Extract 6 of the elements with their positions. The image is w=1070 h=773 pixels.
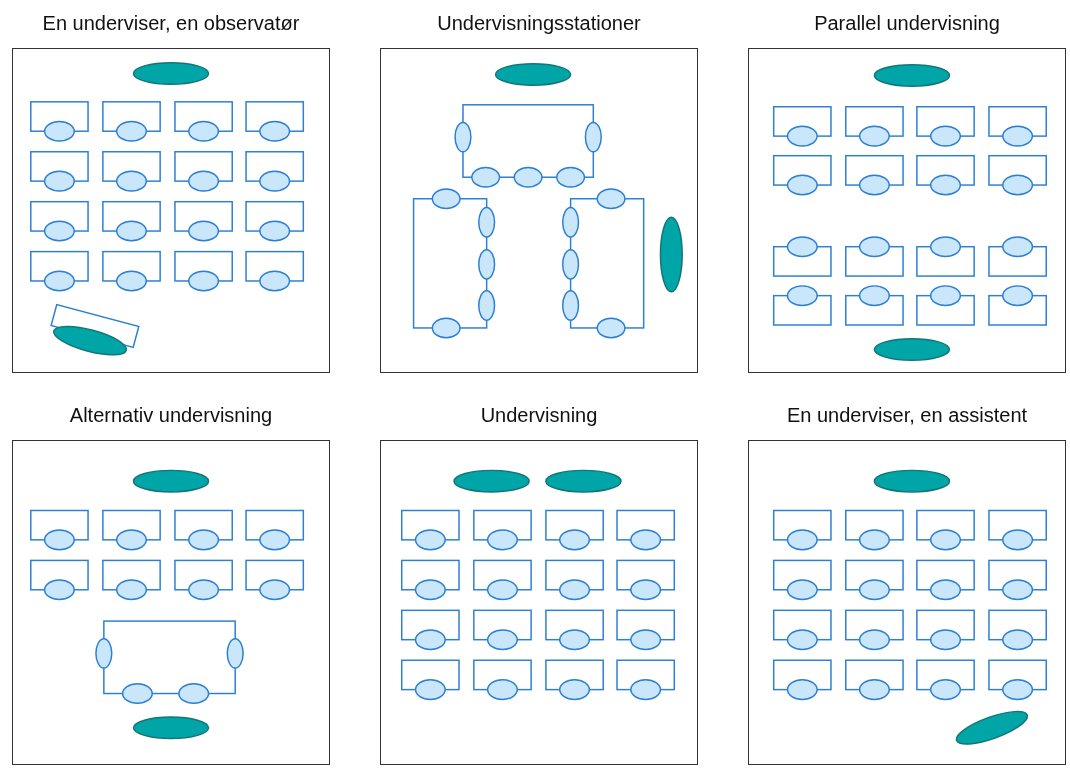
- panel-title: Alternativ undervisning: [68, 403, 274, 428]
- panel-title: En underviser, en assistent: [785, 403, 1029, 428]
- panel-title: Parallel undervisning: [813, 11, 1001, 36]
- panel-title: Undervisningsstationer: [436, 11, 642, 36]
- panel-title: En underviser, en observatør: [41, 11, 301, 36]
- panel-title: Undervisning: [479, 403, 599, 428]
